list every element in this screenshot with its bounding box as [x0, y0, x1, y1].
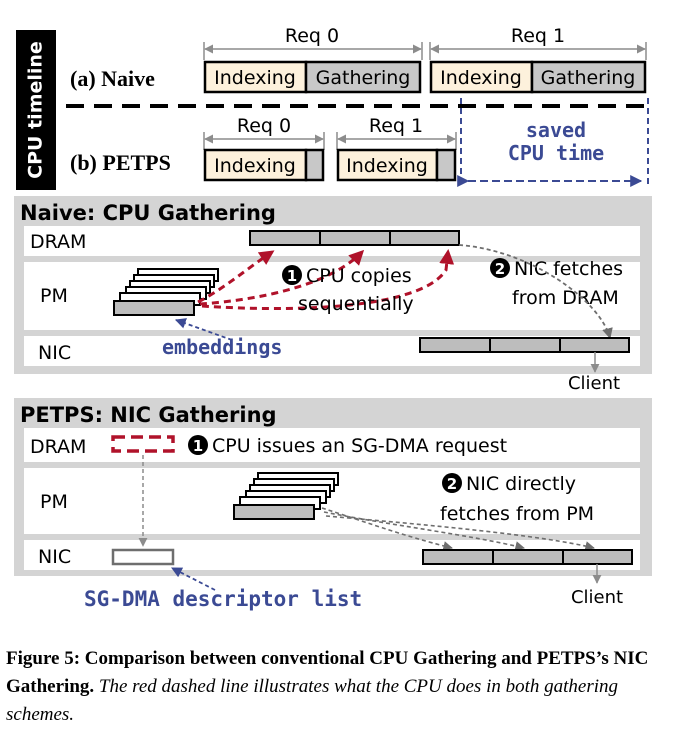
petps-step1-number: 1: [193, 437, 203, 455]
petps-req0-label: Req 0: [237, 115, 291, 137]
petps-dram-label: DRAM: [30, 436, 86, 458]
naive-req1-label: Req 1: [511, 25, 565, 47]
naive-req0-gathering: [304, 60, 422, 94]
naive-pm-label: PM: [40, 285, 68, 307]
petps-step2-line2: fetches from PM: [440, 503, 594, 525]
figure-caption: Figure 5: Comparison between conventiona…: [6, 645, 682, 729]
petps-descriptor-label: SG-DMA descriptor list: [84, 587, 362, 611]
naive-client-label: Client: [568, 373, 620, 394]
naive-req1-indexing-label: Indexing: [440, 67, 522, 89]
naive-req1-gathering-label: Gathering: [541, 67, 636, 89]
petps-direct-fetch-arrows: [321, 507, 595, 551]
naive-step1-line2: sequentially: [298, 293, 414, 315]
naive-req0-label: Req 0: [285, 25, 339, 47]
naive-step2-line1: NIC fetches: [514, 258, 623, 280]
petps-req0-gathering-stub: [304, 148, 325, 182]
naive-panel-title: Naive: CPU Gathering: [20, 201, 276, 225]
naive-step2-number: 2: [495, 260, 505, 278]
petps-row-label: (b) PETPS: [70, 150, 171, 175]
petps-pm-embeddings: [233, 472, 339, 520]
petps-req1-indexing-label: Indexing: [346, 155, 428, 177]
naive-row-label: (a) Naive: [70, 66, 155, 91]
petps-nic-descriptor: [111, 548, 175, 566]
petps-nic-label: NIC: [38, 546, 71, 568]
petps-step1-badge: [188, 435, 208, 455]
naive-step2-badge: [490, 258, 510, 278]
caption-bold: Figure 5: Comparison between conventiona…: [6, 648, 649, 697]
petps-req0-indexing-label: Indexing: [214, 155, 296, 177]
naive-nic-fetch-arrow: [458, 244, 613, 340]
caption-italic: The red dashed line illustrates what the…: [6, 676, 619, 725]
naive-step1-line1: CPU copies: [306, 265, 412, 287]
naive-embeddings-pointer: [174, 318, 233, 341]
petps-step2-number: 2: [447, 475, 457, 493]
petps-pm-label: PM: [40, 491, 68, 513]
saved-time-label-line2: CPU time: [508, 141, 604, 165]
naive-dram-buffer: [249, 230, 460, 246]
naive-embeddings-label: embeddings: [162, 335, 282, 359]
petps-nic-buffer: [422, 549, 633, 565]
petps-req1-label: Req 1: [369, 115, 423, 137]
naive-req0-gathering-label: Gathering: [316, 67, 411, 89]
petps-req1-gathering-stub: [435, 148, 457, 182]
petps-step2-line1: NIC directly: [466, 473, 576, 495]
naive-step1-number: 1: [287, 267, 297, 285]
naive-nic-label: NIC: [38, 342, 71, 364]
petps-step1-text: CPU issues an SG-DMA request: [212, 435, 507, 457]
figure-diagram: CPU timeline (a) Naive (b) PETPS Req 0 R…: [14, 25, 652, 611]
saved-time-label-line1: saved: [526, 118, 586, 142]
petps-step2-badge: [442, 473, 462, 493]
petps-dram-row: [24, 428, 640, 462]
timeline-side-bar: [16, 30, 56, 190]
naive-req0-indexing-label: Indexing: [214, 67, 296, 89]
petps-dram-descriptor: [111, 435, 175, 453]
petps-panel-title: PETPS: NIC Gathering: [20, 403, 277, 427]
naive-step1-badge: [282, 265, 302, 285]
petps-client-label: Client: [571, 587, 623, 608]
naive-cpu-copy-arrows: [197, 249, 455, 311]
naive-req1-gathering: [530, 60, 647, 94]
naive-dram-label: DRAM: [30, 231, 86, 253]
petps-req0-indexing: [203, 148, 308, 182]
petps-descriptor-pointer: [171, 567, 216, 591]
naive-step2-line2: from DRAM: [512, 287, 619, 309]
timeline-side-label: CPU timeline: [25, 41, 47, 179]
naive-nic-buffer: [419, 337, 630, 353]
naive-pm-embeddings: [113, 268, 219, 316]
